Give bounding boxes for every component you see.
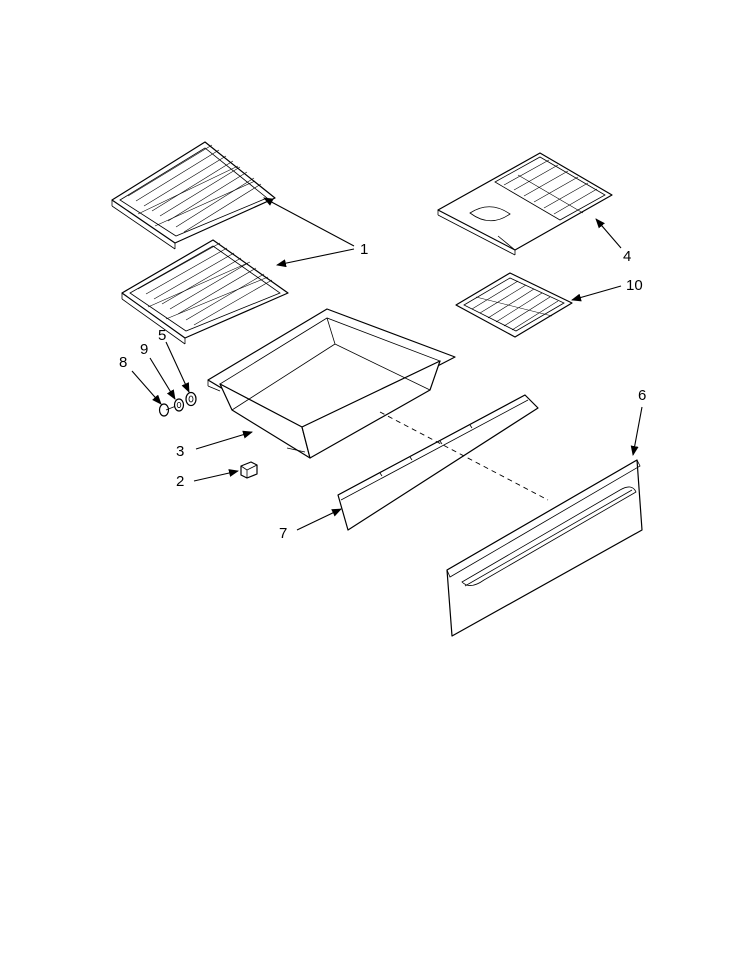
spacer [185, 391, 197, 407]
drawer-front-panel [337, 394, 539, 531]
callout-10: 10 [626, 277, 643, 294]
washer [173, 398, 185, 412]
alignment-line [379, 411, 549, 501]
oven-rack-lower [121, 239, 289, 345]
callout-6: 6 [638, 387, 646, 404]
callout-2: 2 [176, 473, 184, 490]
screw [158, 403, 177, 417]
small-rack [455, 272, 573, 338]
callout-7: 7 [279, 525, 287, 542]
callout-8: 8 [119, 354, 127, 371]
bumper [240, 461, 258, 479]
drawer-panel-assembly [446, 459, 643, 637]
callout-1: 1 [360, 241, 368, 258]
callout-5: 5 [158, 327, 166, 344]
callout-3: 3 [176, 443, 184, 460]
callout-9: 9 [140, 341, 148, 358]
callout-labels: 1 2 3 4 5 6 7 8 9 10 [119, 241, 646, 542]
oven-rack-upper [111, 141, 276, 250]
leader-lines [131, 197, 643, 531]
callout-4: 4 [623, 248, 631, 265]
split-rack-assembly [437, 152, 613, 256]
storage-drawer-pan [207, 308, 456, 459]
